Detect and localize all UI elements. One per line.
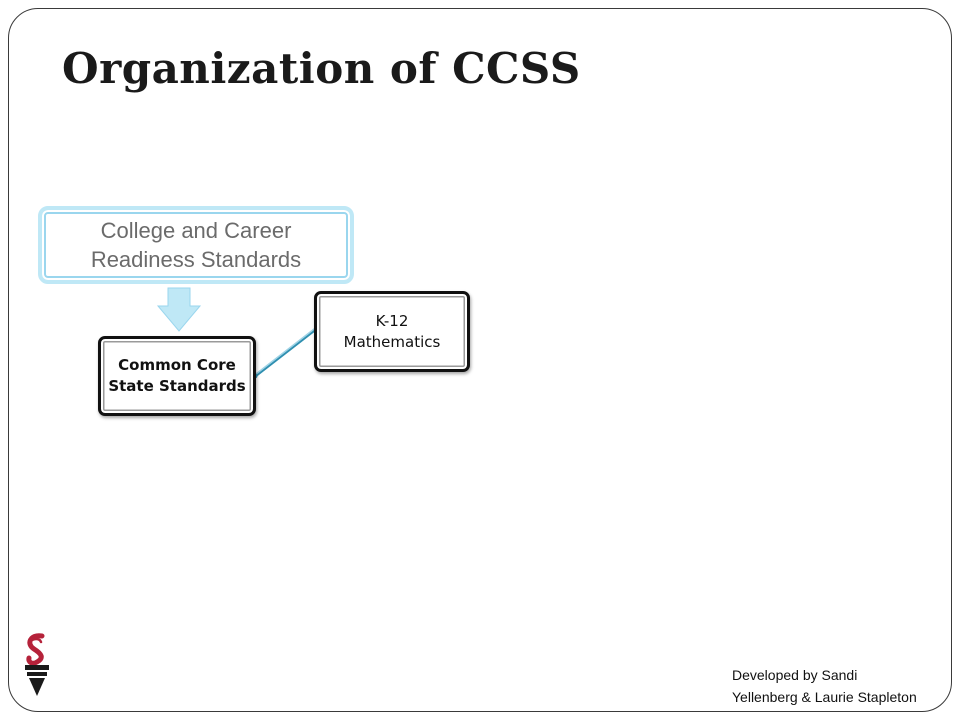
connector-line [253, 327, 317, 379]
ccr-standards-box: College and Career Readiness Standards [38, 206, 354, 284]
math-box: K-12 Mathematics [314, 291, 470, 372]
ccss-box: Common Core State Standards [98, 336, 256, 416]
ccr-line-1: College and Career [100, 218, 292, 243]
ccss-line-1: Common Core [118, 356, 236, 374]
torch-logo-icon [25, 633, 49, 696]
ccr-line-2: Readiness Standards [90, 247, 302, 272]
credit-line-1: Developed by Sandi [732, 667, 858, 683]
ccss-line-2: State Standards [108, 377, 246, 395]
math-line-2: Mathematics [343, 332, 441, 351]
slide-title: Organization of CCSS [62, 44, 581, 93]
down-arrow-icon [156, 287, 202, 332]
math-line-1: K-12 [375, 311, 409, 330]
credit-text: Developed by Sandi Yellenberg & Laurie S… [732, 664, 917, 708]
credit-line-2: Yellenberg & Laurie Stapleton [732, 689, 917, 705]
